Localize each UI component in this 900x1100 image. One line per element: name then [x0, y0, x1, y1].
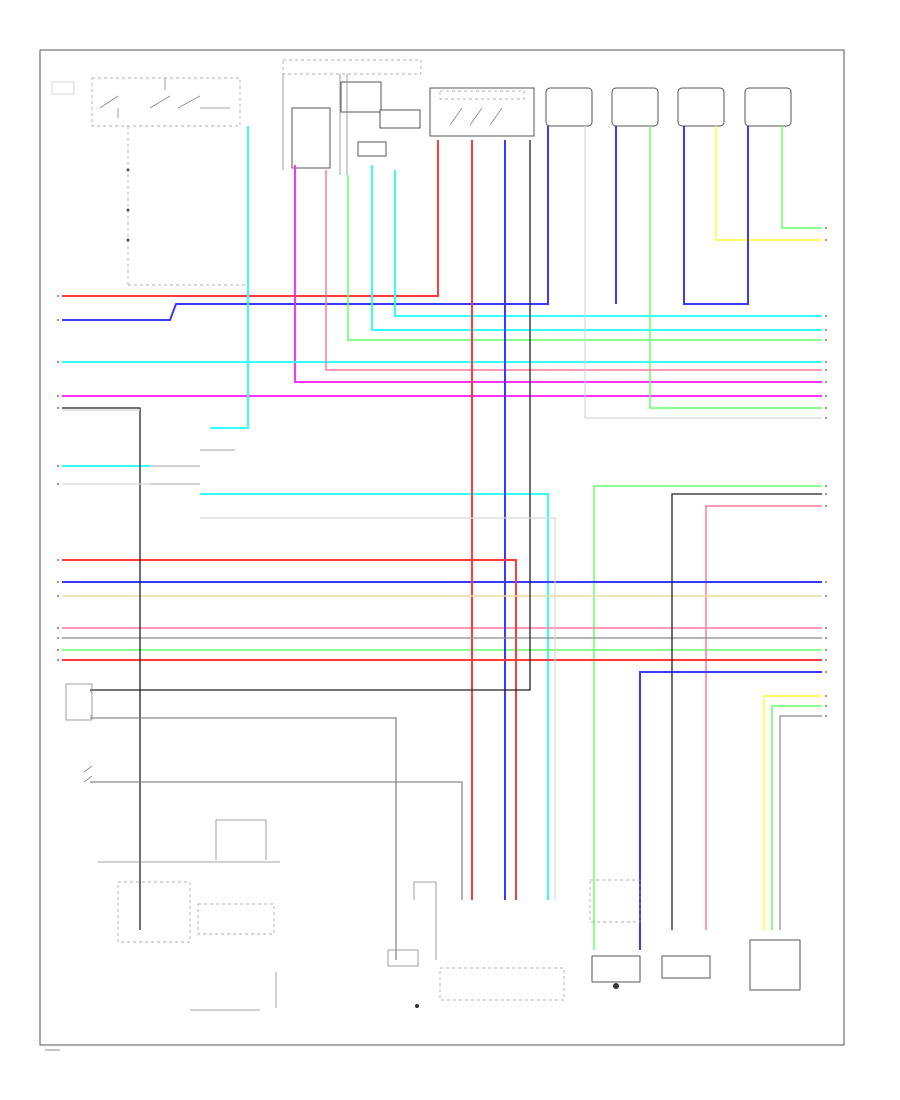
top-relay-box	[429, 87, 535, 137]
top-center-connector-block	[282, 59, 422, 175]
right-terminals	[825, 227, 827, 717]
bottom-center-connectors	[387, 881, 565, 1008]
left-small-components	[150, 449, 235, 485]
top-left-switch-assembly	[51, 77, 245, 286]
bottom-left-module	[98, 819, 280, 1011]
diagram-frame	[39, 49, 845, 1046]
top-right-modules	[545, 87, 792, 127]
left-terminals	[57, 295, 59, 661]
bottom-right-modules	[589, 879, 801, 991]
wire-group	[62, 126, 822, 960]
left-middle-components	[65, 683, 93, 783]
